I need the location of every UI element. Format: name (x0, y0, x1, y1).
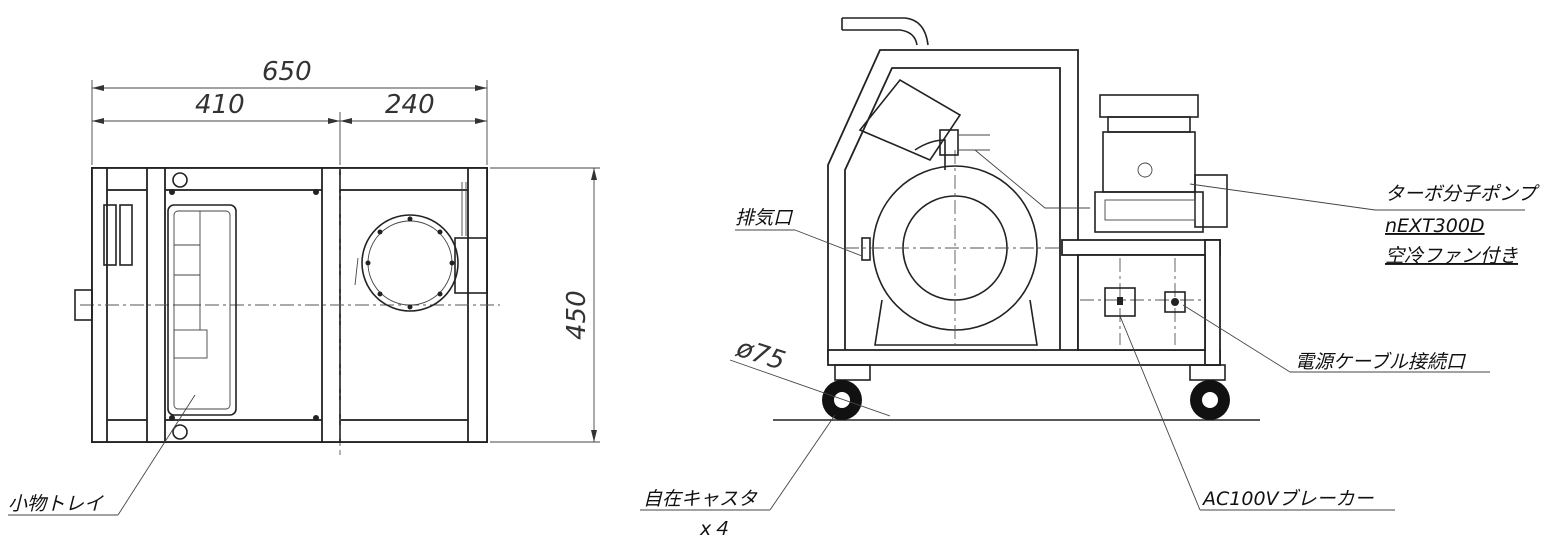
caster-diameter-label: ø75 (732, 333, 789, 377)
turbo-pump: ターボ分子ポンプ nEXT300D 空冷ファン付き (1094, 94, 1540, 267)
turbo-pump-model: nEXT300D (1385, 215, 1485, 237)
turbo-pump-feature: 空冷ファン付き (1385, 245, 1518, 267)
dimension-sections: 410 240 (92, 90, 487, 165)
side-view: ターボ分子ポンプ nEXT300D 空冷ファン付き 電源ケーブル接続口 AC10… (640, 17, 1540, 540)
tray (167, 204, 237, 416)
pump-flange-top (354, 182, 488, 312)
dimension-depth: 450 (490, 167, 600, 443)
turbo-pump-label: ターボ分子ポンプ (1385, 183, 1540, 205)
electrical-panel: 電源ケーブル接続口 AC100Vブレーカー (1104, 287, 1490, 511)
dim-450-label: 450 (562, 290, 592, 340)
side-frame (827, 17, 1221, 366)
exhaust-port-callout: 排気口 (735, 207, 863, 257)
exhaust-port-label: 排気口 (735, 207, 794, 229)
chamber (845, 150, 1060, 346)
casters-label: 自在キャスタ (643, 488, 758, 510)
tray-label: 小物トレイ (8, 493, 104, 515)
exhaust-pipe (858, 78, 1090, 209)
dimension-overall-width: 650 (91, 57, 488, 165)
power-inlet-label: 電源ケーブル接続口 (1295, 351, 1467, 373)
top-view-frame (74, 150, 500, 455)
dim-240-label: 240 (385, 90, 435, 120)
tray-callout: 小物トレイ (8, 394, 196, 516)
dim-410-label: 410 (195, 90, 245, 120)
dim-650-label: 650 (262, 57, 312, 87)
top-view: 650 410 240 450 (8, 57, 600, 516)
casters-qty: x４ (699, 518, 730, 540)
breaker-label: AC100Vブレーカー (1201, 488, 1375, 510)
